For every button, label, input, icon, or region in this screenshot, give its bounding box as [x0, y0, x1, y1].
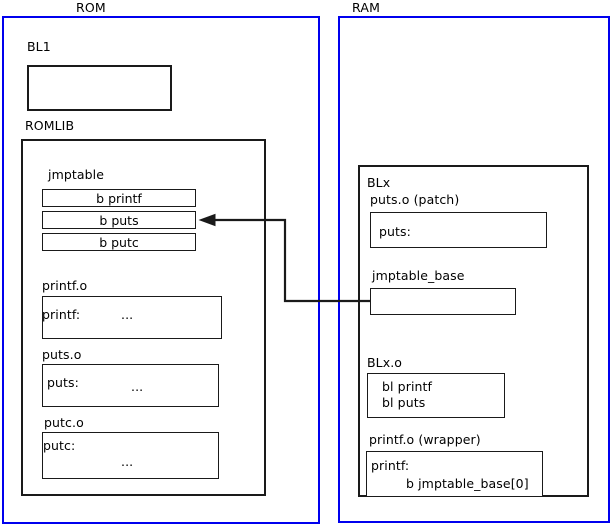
jmptable-entry-puts[interactable]: b puts — [42, 211, 196, 229]
printf-wrapper-instruction: b jmptable_base[0] — [406, 476, 529, 491]
bl1-label: BL1 — [27, 39, 51, 54]
putc-o-box: putc: ... — [42, 432, 219, 479]
bl1-body — [29, 67, 170, 75]
putc-o-label: putc.o — [44, 415, 84, 430]
puts-patch-box: puts: — [370, 212, 547, 248]
blx-label: BLx — [367, 175, 391, 190]
printf-o-label: printf.o — [42, 278, 88, 293]
puts-o-body: ... — [131, 379, 144, 394]
romlib-label: ROMLIB — [25, 118, 75, 133]
jmptable-label: jmptable — [48, 167, 105, 182]
printf-wrapper-label: printf.o (wrapper) — [369, 432, 481, 447]
printf-o-body: ... — [121, 307, 134, 322]
printf-wrapper-symbol: printf: — [371, 458, 410, 473]
jmptable-base-label: jmptable_base — [372, 268, 465, 283]
blx-o-box: bl printf bl puts — [367, 373, 505, 418]
puts-o-box: puts: ... — [42, 364, 219, 407]
printf-o-symbol: printf: — [42, 307, 81, 322]
blx-o-label: BLx.o — [367, 355, 403, 370]
ram-region-label: RAM — [352, 0, 381, 15]
jmptable-entry-printf[interactable]: b printf — [42, 189, 196, 207]
printf-o-box: printf: ... — [42, 296, 222, 339]
blx-o-line1: bl printf — [382, 379, 433, 394]
jmptable-entry-putc[interactable]: b putc — [42, 233, 196, 251]
puts-patch-label: puts.o (patch) — [370, 192, 460, 207]
puts-o-symbol: puts: — [47, 375, 79, 390]
rom-region-label: ROM — [76, 0, 106, 15]
putc-o-body: ... — [121, 454, 134, 469]
puts-o-label: puts.o — [42, 347, 82, 362]
bl1-box — [27, 65, 172, 111]
jmptable-base-box — [370, 288, 516, 315]
blx-o-line2: bl puts — [382, 395, 426, 410]
putc-o-symbol: putc: — [43, 438, 76, 453]
printf-wrapper-box: printf: b jmptable_base[0] — [366, 451, 543, 497]
puts-patch-symbol: puts: — [379, 224, 411, 239]
